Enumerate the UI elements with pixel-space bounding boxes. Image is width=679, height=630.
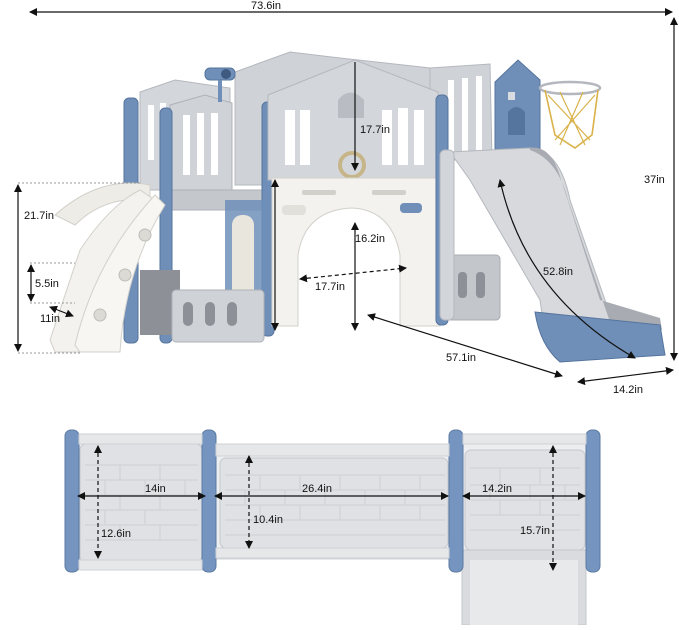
railing-height-label: 17.7in — [360, 124, 390, 136]
left-platform-depth-label: 12.6in — [101, 528, 131, 540]
middle-platform-width-label: 26.4in — [302, 483, 332, 495]
right-platform-depth-label: 15.7in — [520, 525, 550, 537]
tunnel-height-label: 16.2in — [355, 233, 385, 245]
slide-width-label: 14.2in — [613, 384, 643, 396]
left-platform-width-label: 14in — [145, 483, 166, 495]
crawl-panel — [140, 270, 265, 343]
tunnel-tower — [267, 59, 449, 327]
base-length-label: 57.1in — [446, 352, 476, 364]
middle-platform-depth-label: 10.4in — [253, 514, 283, 526]
step-depth-label: 11in — [40, 313, 60, 325]
slide-length-label: 52.8in — [543, 266, 573, 278]
basketball-hoop — [538, 80, 602, 149]
overall-width-label: 73.6in — [251, 0, 281, 12]
top-view — [64, 429, 601, 626]
slide-tower — [494, 59, 541, 166]
overall-height-label: 37in — [644, 174, 665, 186]
tunnel-width-label: 17.7in — [315, 281, 345, 293]
right-platform-width-label: 14.2in — [482, 483, 512, 495]
step-height-label: 5.5in — [35, 278, 59, 290]
climber — [49, 182, 166, 353]
climber-height-label: 21.7in — [24, 210, 54, 222]
